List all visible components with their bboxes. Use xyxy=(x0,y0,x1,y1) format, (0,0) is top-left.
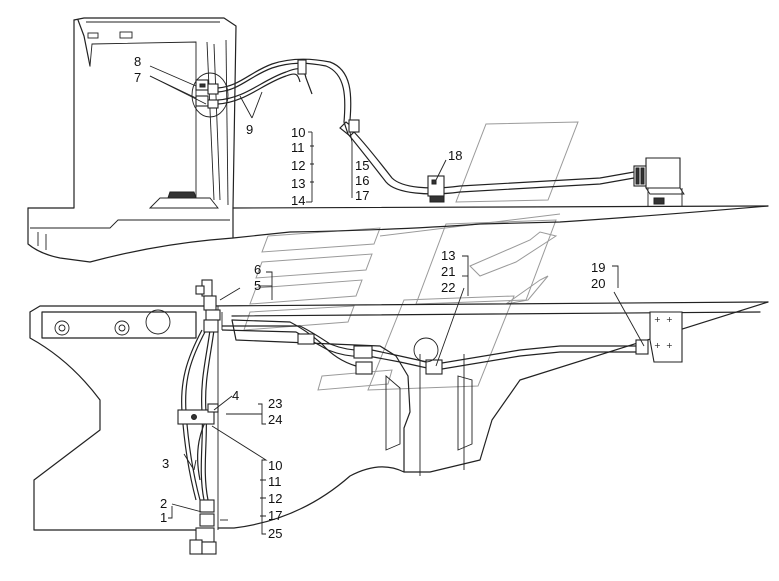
label-19: 19 xyxy=(591,260,605,275)
label-18: 18 xyxy=(448,148,462,163)
fittings-vertical-bank xyxy=(177,279,221,555)
hoses-top-view xyxy=(217,58,635,195)
label-1: 1 xyxy=(160,510,167,525)
label-11-bottom: 11 xyxy=(268,474,282,489)
label-22: 22 xyxy=(441,280,455,295)
label-14: 14 xyxy=(291,193,305,208)
label-2: 2 xyxy=(160,496,167,511)
label-5: 5 xyxy=(254,278,261,293)
clamp-part-18 xyxy=(427,175,445,203)
label-6: 6 xyxy=(254,262,261,277)
svg-text:+: + xyxy=(666,315,673,324)
hoses-plan-view xyxy=(181,319,649,513)
label-9: 9 xyxy=(246,122,253,137)
leader-lines xyxy=(149,65,645,535)
svg-text:+: + xyxy=(666,341,673,350)
label-15: 15 xyxy=(355,158,369,173)
callout-labels: 8 7 9 10 11 12 13 14 15 16 17 18 6 5 13 … xyxy=(134,54,605,541)
svg-text:+: + xyxy=(654,315,661,324)
label-16: 16 xyxy=(355,173,369,188)
label-20: 20 xyxy=(591,276,605,291)
label-7: 7 xyxy=(134,70,141,85)
mounting-plate-19-20: + + + + xyxy=(649,311,683,363)
label-10-bottom: 10 xyxy=(268,458,282,473)
label-4: 4 xyxy=(232,388,239,403)
label-10-top: 10 xyxy=(291,125,305,140)
label-13-top: 13 xyxy=(291,176,305,191)
label-21: 21 xyxy=(441,264,455,279)
label-17-bottom: 17 xyxy=(268,508,282,523)
label-8: 8 xyxy=(134,54,141,69)
machine-frame-side-view xyxy=(27,17,769,263)
label-12-bottom: 12 xyxy=(268,491,282,506)
hydraulic-block-top-right xyxy=(633,157,685,206)
label-13-bottom: 13 xyxy=(441,248,455,263)
label-12-top: 12 xyxy=(291,158,305,173)
label-11-top: 11 xyxy=(291,140,305,155)
label-3: 3 xyxy=(162,456,169,471)
label-17-top: 17 xyxy=(355,188,369,203)
svg-text:+: + xyxy=(654,341,661,350)
valve-fittings-top xyxy=(191,72,229,118)
label-25: 25 xyxy=(268,526,282,541)
label-24: 24 xyxy=(268,412,282,427)
label-23: 23 xyxy=(268,396,282,411)
